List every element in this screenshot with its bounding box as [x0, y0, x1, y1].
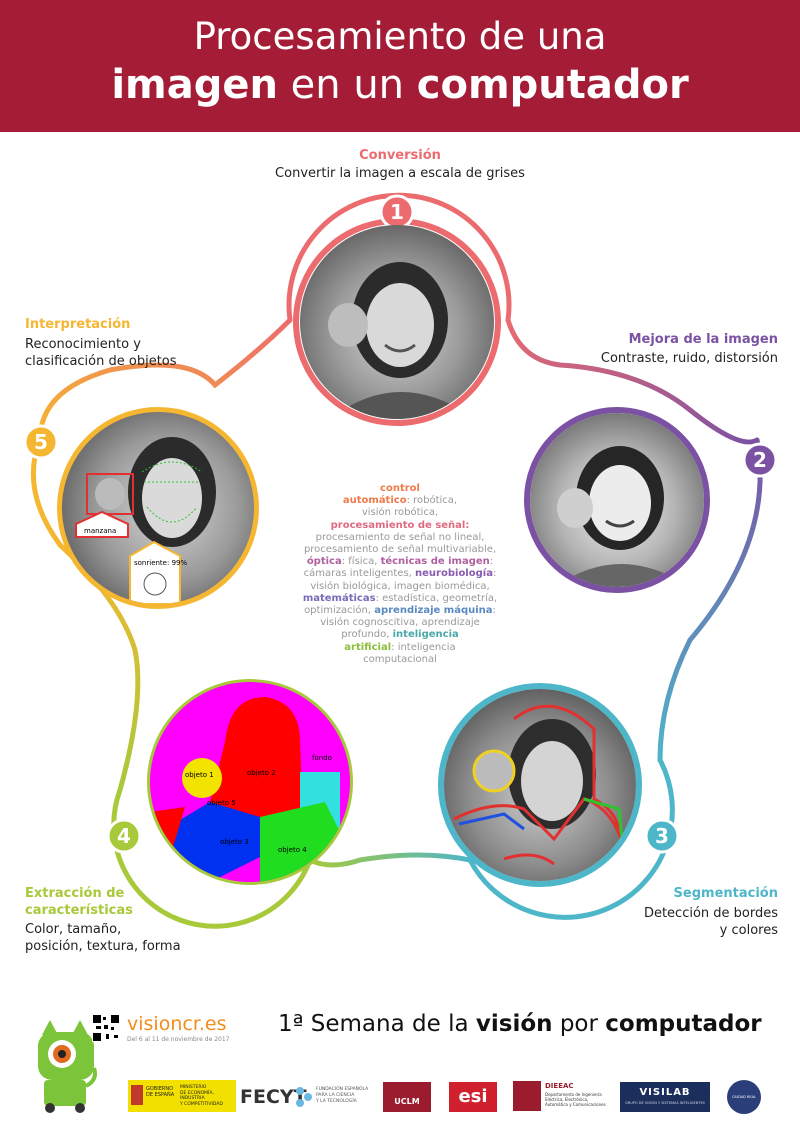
esi-logo: esi [449, 1082, 497, 1112]
photo-conversion [300, 225, 494, 419]
badge-3 [644, 818, 680, 854]
badge-5 [23, 424, 59, 460]
label-manzana: manzana [84, 527, 116, 535]
coat-of-arms-icon [131, 1085, 143, 1105]
badge-5-label: 5 [34, 430, 48, 454]
label-objeto-5: objeto 5 [207, 799, 236, 807]
mascot-robot-icon [38, 1020, 97, 1113]
badge-4 [106, 818, 142, 854]
badge-4-label: 4 [117, 824, 131, 848]
label-objeto-1: objeto 1 [185, 771, 214, 779]
label-objeto-4: objeto 4 [278, 846, 307, 854]
label-fondo: fondo [312, 754, 332, 762]
label-objeto-3: objeto 3 [220, 838, 249, 846]
title-line-2: imagen en un computador [111, 62, 689, 108]
stage-5-title: Interpretación [25, 317, 131, 332]
stage-2-title: Mejora de la imagen [628, 332, 778, 347]
stage-1-title: Conversión [359, 148, 441, 163]
label-objeto-2: objeto 2 [247, 769, 276, 777]
visilab-logo: VISILAB GRUPO DE VISIÓN Y SISTEMAS INTEL… [620, 1082, 710, 1112]
uclm-logo: UCLM [383, 1082, 431, 1112]
stage-1-desc: Convertir la imagen a escala de grises [275, 166, 525, 181]
badge-2-label: 2 [753, 448, 767, 472]
stage-4-desc: Color, tamaño,posición, textura, forma [25, 922, 181, 954]
qr-code-icon [92, 1014, 120, 1042]
title-line-1: Procesamiento de una [193, 15, 607, 58]
event-dates: Del 6 al 11 de noviembre de 2017 [127, 1036, 230, 1043]
stage-2-desc: Contraste, ruido, distorsión [600, 351, 778, 366]
site-url: visioncr.es [127, 1013, 227, 1035]
photo-enhancement [530, 413, 704, 587]
label-sonriente: sonriente: 99% [134, 559, 187, 567]
badge-1-label: 1 [390, 200, 404, 224]
badge-3-label: 3 [655, 824, 669, 848]
ciudad-real-logo: CIUDAD REAL [727, 1080, 761, 1114]
event-title: 1ª Semana de la visión por computador [278, 1011, 762, 1037]
photo-segmentation [444, 689, 636, 881]
badge-2 [742, 442, 778, 478]
header-banner: Procesamiento de una imagen en un comput… [0, 0, 800, 132]
stage-3-title: Segmentación [673, 886, 778, 901]
photo-features: objeto 1 objeto 2 objeto 3 objeto 4 obje… [150, 682, 350, 882]
dieeac-emblem-icon [513, 1081, 541, 1111]
fecyt-molecule-icon [296, 1087, 312, 1107]
fields-text-cloud: control automático: robótica, visión rob… [302, 483, 498, 665]
photo-interpretation: manzana sonriente: 99% [62, 412, 254, 604]
